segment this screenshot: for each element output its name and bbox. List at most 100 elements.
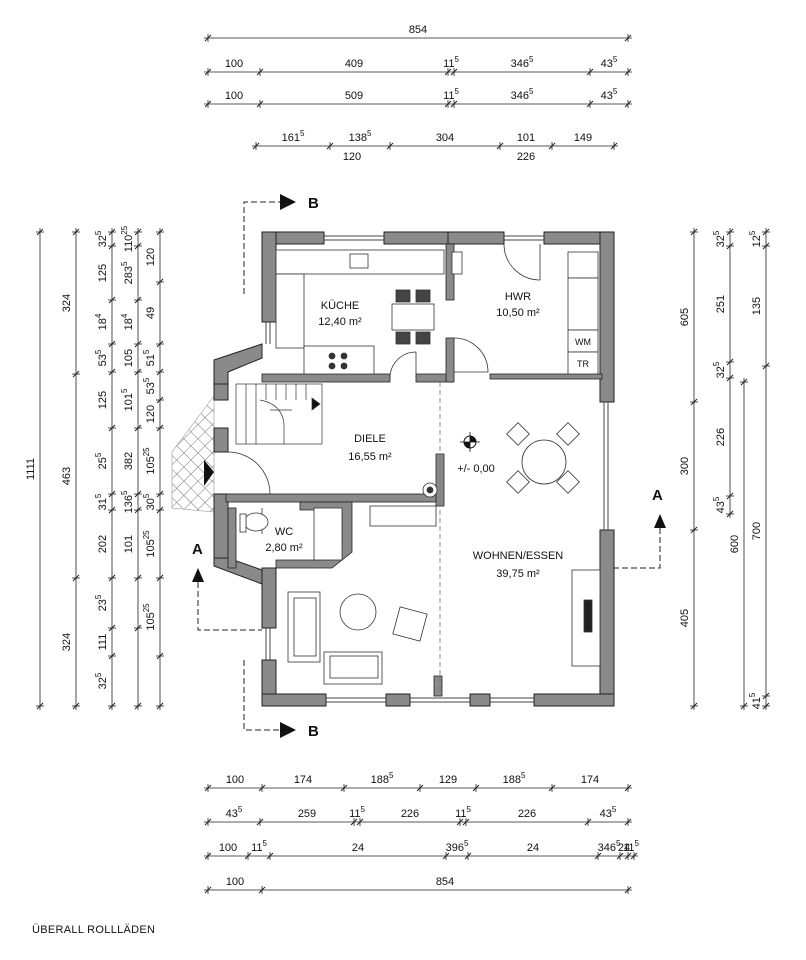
dimension-slash	[610, 142, 618, 150]
dimension-label: 1885	[503, 771, 526, 786]
room-hwr-area: 10,50 m²	[496, 307, 540, 319]
dimension-label: 535	[94, 349, 109, 366]
dimension-slash	[108, 506, 116, 514]
dimension-slash	[108, 340, 116, 348]
dimension-label: 226	[715, 428, 727, 446]
outer-walls	[213, 231, 615, 707]
dimension-slash	[156, 424, 164, 432]
room-wohnen-area: 39,75 m²	[496, 568, 540, 580]
dimension-slash	[204, 100, 212, 108]
dimension-slash	[762, 362, 770, 370]
room-wohnen-name: WOHNEN/ESSEN	[473, 550, 564, 562]
dimension-slash	[726, 242, 734, 250]
interior-walls	[225, 243, 603, 697]
dimension-label: 100	[226, 876, 244, 888]
dimension-slash	[690, 526, 698, 534]
dimension-label: 115	[455, 805, 471, 820]
dimension-slash	[586, 68, 594, 76]
section-mark-b-top: B	[308, 195, 319, 212]
dimension-label: 49	[145, 307, 157, 319]
wc-furniture	[239, 507, 343, 561]
level-label: +/- 0,00	[457, 463, 495, 475]
dimension-label: 535	[142, 377, 157, 394]
dimension-label: 10525	[142, 447, 157, 475]
dimension-label: 111	[97, 634, 109, 651]
dimension-slash	[134, 424, 142, 432]
dimension-label: 115	[443, 87, 459, 102]
dimension-label: 700	[751, 522, 763, 540]
dimension-label: 120	[145, 405, 157, 423]
dimension-label: 324	[61, 633, 73, 651]
dimension-label: 509	[345, 90, 363, 102]
dimension-slash	[134, 296, 142, 304]
dimension-label: 100	[226, 774, 244, 786]
dimension-slash	[204, 68, 212, 76]
dimension-label: 435	[226, 805, 243, 820]
dimension-slash	[340, 784, 348, 792]
dimension-label: 174	[294, 774, 312, 786]
dimension-slash	[616, 852, 624, 860]
dimension-slash	[108, 490, 116, 498]
dimension-slash	[726, 358, 734, 366]
section-arrows	[192, 194, 666, 738]
dimension-slash	[108, 368, 116, 376]
dimension-slash	[134, 574, 142, 582]
dimension-slash	[586, 100, 594, 108]
dimension-slash	[624, 68, 632, 76]
section-lines	[197, 201, 661, 731]
dimension-slash	[108, 624, 116, 632]
dimension-slash	[356, 818, 364, 826]
dimension-slash	[624, 100, 632, 108]
dimension-slash	[256, 100, 264, 108]
dimension-slash	[156, 396, 164, 404]
dimension-slash	[204, 852, 212, 860]
dimension-slash	[594, 852, 602, 860]
dimension-label: 435	[712, 496, 727, 513]
dimension-slash	[624, 852, 632, 860]
dimension-slash	[134, 624, 142, 632]
dimension-slash	[156, 340, 164, 348]
dimension-slash	[442, 852, 450, 860]
dimension-label: 115	[623, 839, 639, 854]
dimension-slash	[450, 100, 458, 108]
dimension-label: 100	[225, 90, 243, 102]
dimension-label: 226	[517, 151, 535, 163]
dimension-slash	[134, 340, 142, 348]
dimension-slash	[134, 702, 142, 710]
dimension-label: 1111	[25, 458, 37, 480]
dimension-label: 1885	[371, 771, 394, 786]
room-wc-area: 2,80 m²	[265, 542, 303, 554]
dimension-label: 605	[679, 308, 691, 326]
dimension-label: 600	[729, 535, 741, 553]
dimension-label: 120	[145, 248, 157, 266]
dimension-label: 409	[345, 58, 363, 70]
dimension-label: 11025	[120, 225, 135, 252]
dimension-slash	[386, 142, 394, 150]
dimension-slash	[726, 228, 734, 236]
kitchen-furniture	[275, 249, 445, 375]
section-mark-b-bottom: B	[308, 723, 319, 740]
dimension-label: 2835	[120, 261, 135, 284]
dimension-label: 120	[343, 151, 361, 163]
dimension-label: 226	[518, 808, 536, 820]
dimension-slash	[72, 702, 80, 710]
dimension-slash	[36, 228, 44, 236]
room-diele-name: DIELE	[354, 433, 386, 445]
dimension-slash	[350, 818, 358, 826]
dimension-slash	[762, 228, 770, 236]
dimension-slash	[548, 142, 556, 150]
dimension-slash	[244, 852, 252, 860]
dimension-slash	[726, 510, 734, 518]
dimension-slash	[762, 702, 770, 710]
dimension-slash	[266, 852, 274, 860]
dimension-slash	[258, 784, 266, 792]
level-marker	[460, 432, 480, 452]
dimension-label: 325	[712, 230, 727, 247]
dimension-label: 1015	[120, 388, 135, 411]
dimension-slash	[444, 100, 452, 108]
dimension-label: 115	[443, 55, 459, 70]
dimension-label: 325	[94, 672, 109, 689]
dimension-label: 382	[123, 452, 135, 470]
dimension-label: 174	[581, 774, 599, 786]
dimension-slash	[108, 242, 116, 250]
